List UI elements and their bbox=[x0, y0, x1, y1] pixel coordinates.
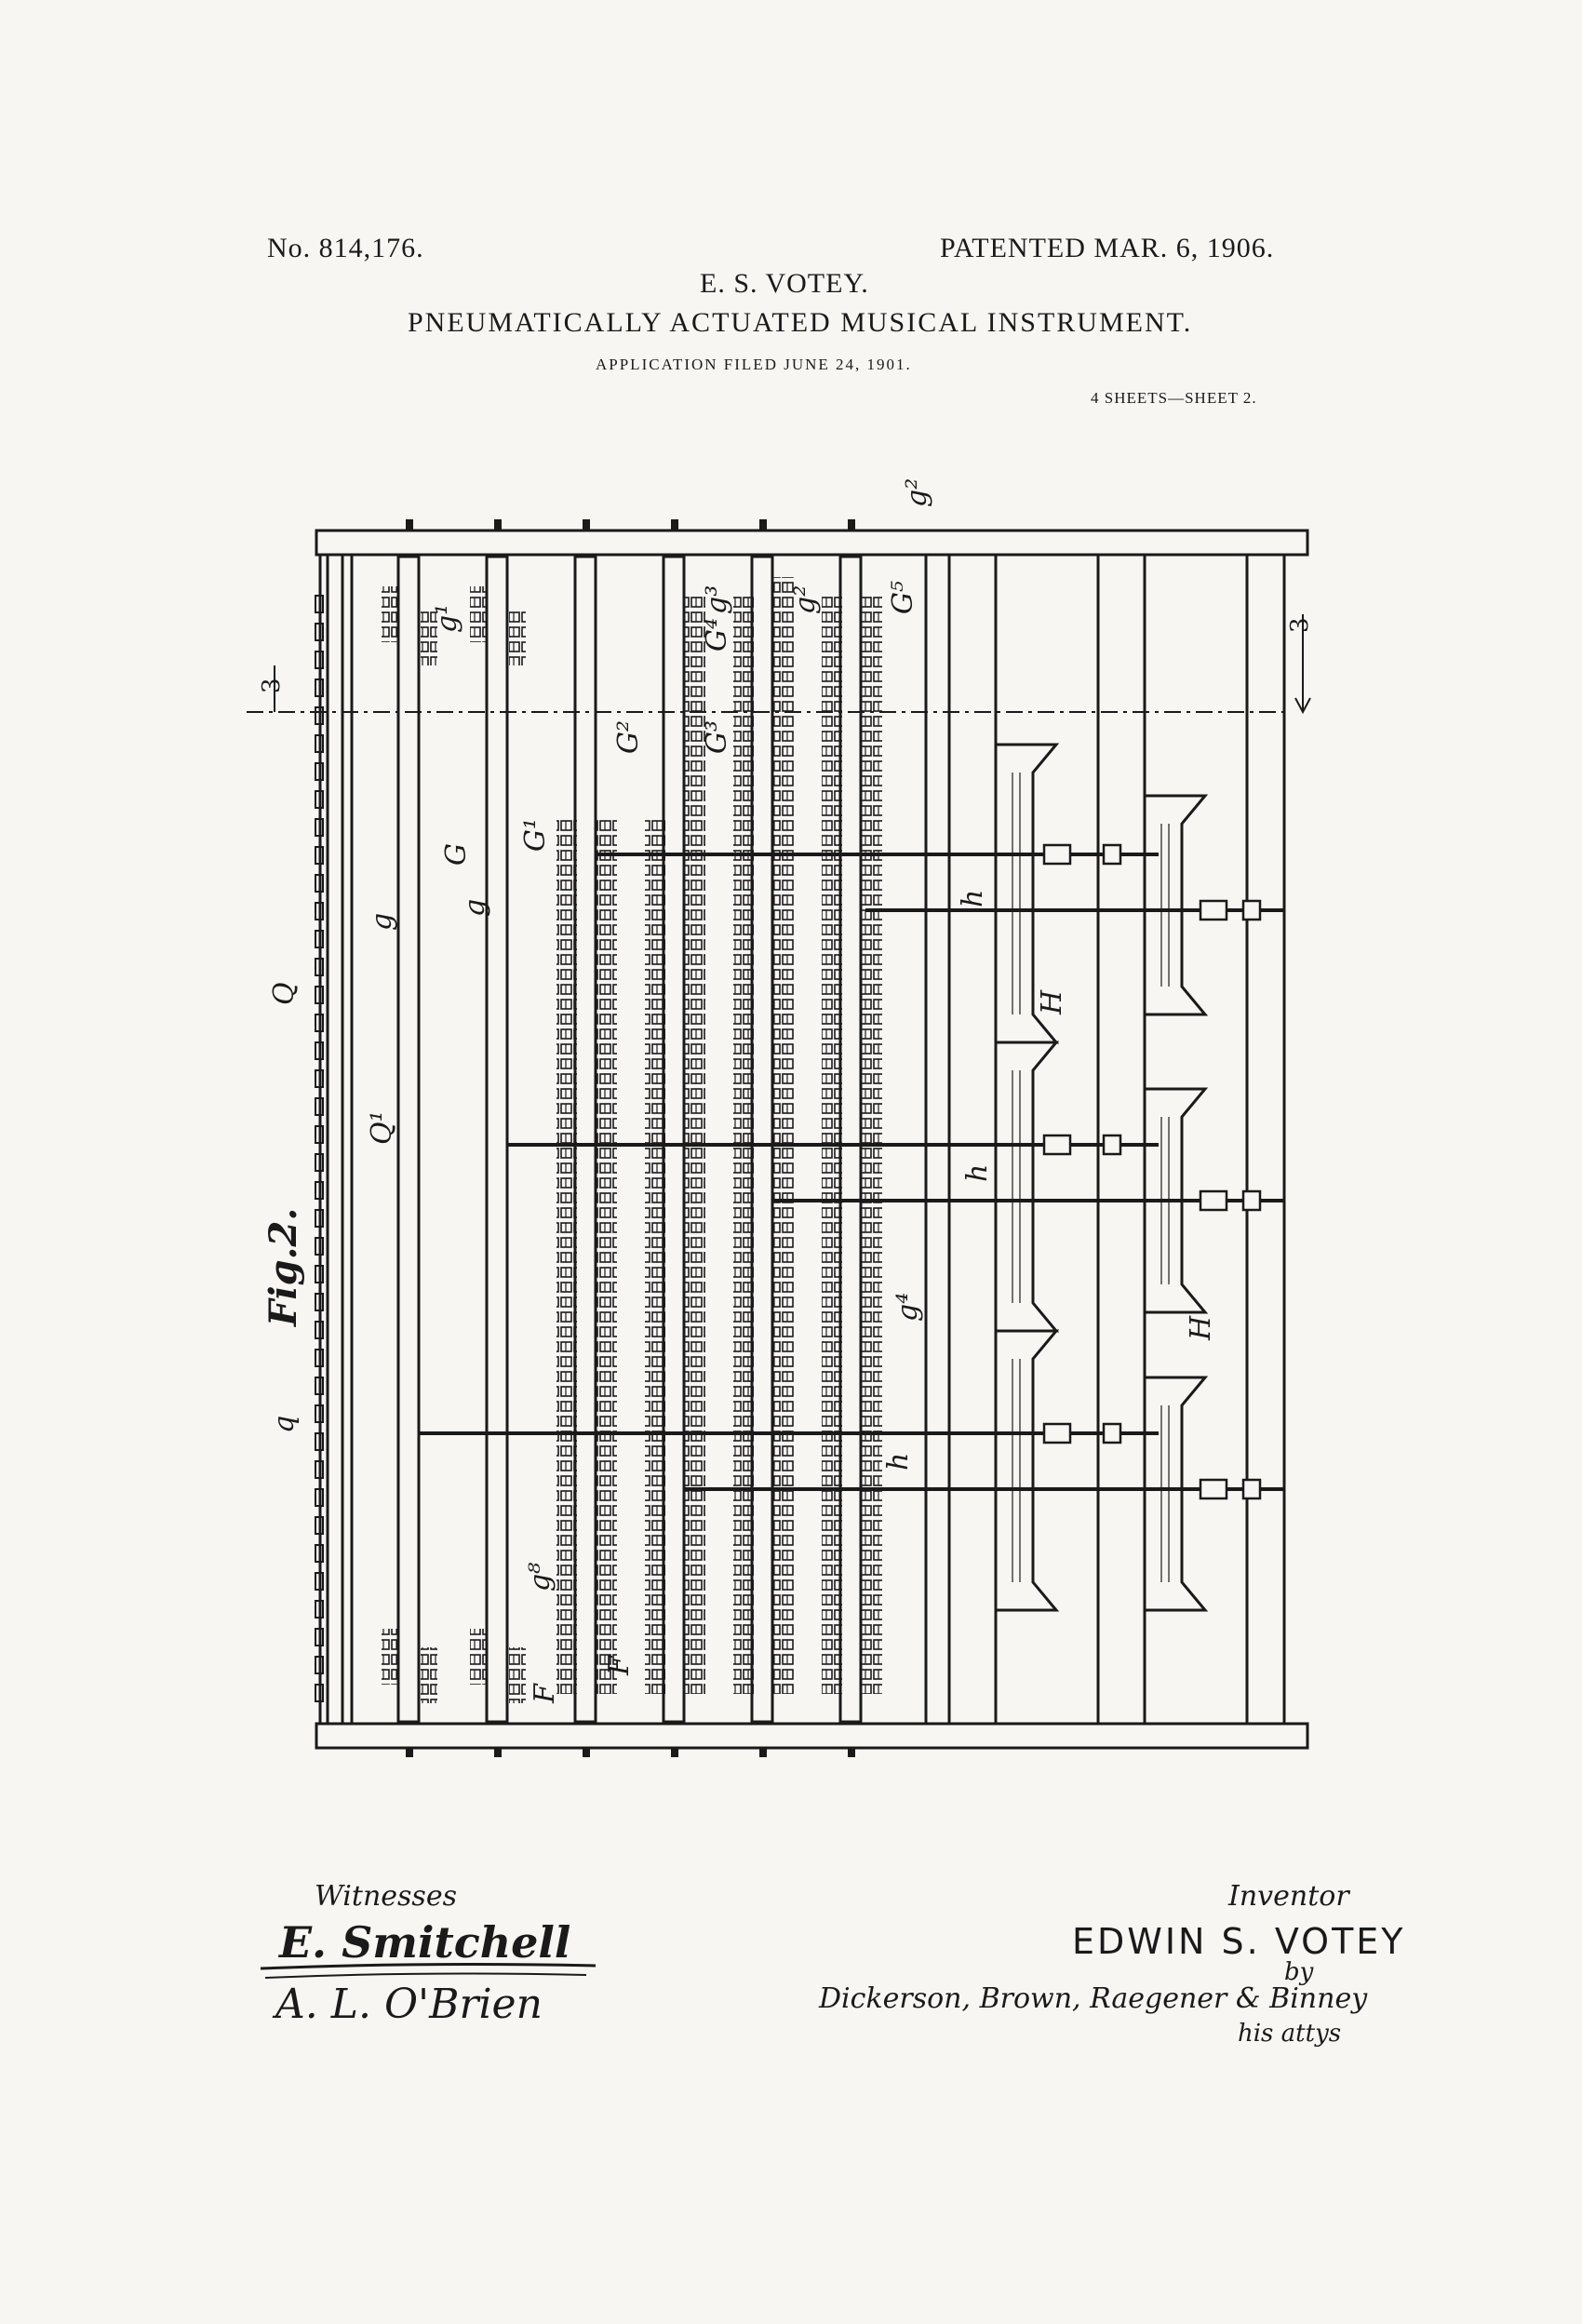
rod-G1 bbox=[485, 555, 509, 1724]
inventor-label: Inventor bbox=[1228, 1880, 1349, 1913]
figure-label: Fig.2. bbox=[261, 1208, 305, 1327]
label-Q: Q bbox=[268, 982, 301, 1005]
witnesses-label: Witnesses bbox=[315, 1880, 457, 1913]
top-frame-bar bbox=[315, 529, 1309, 557]
rods bbox=[396, 555, 863, 1724]
link-joints bbox=[1042, 843, 1262, 1500]
label-q: q bbox=[268, 1416, 301, 1433]
bellows-hatching bbox=[1012, 772, 1170, 1582]
label-g1: g¹ bbox=[431, 604, 463, 633]
label-H-lower: H bbox=[1185, 1315, 1217, 1341]
section-mark-left: 3 bbox=[258, 678, 286, 693]
attorneys-label: his attys bbox=[1238, 2020, 1342, 2048]
label-g2-top: g² bbox=[901, 478, 933, 507]
label-g-upper: g bbox=[366, 913, 398, 931]
witness-signature-2: A. L. O'Brien bbox=[275, 1981, 543, 2028]
label-G2: G² bbox=[612, 720, 645, 754]
patent-number: No. 814,176. bbox=[267, 233, 424, 263]
label-h1: h bbox=[957, 890, 989, 907]
bellows bbox=[994, 743, 1209, 1612]
label-H-upper: H bbox=[1036, 989, 1068, 1015]
application-filed: APPLICATION FILED JUNE 24, 1901. bbox=[596, 356, 912, 373]
by-label: by bbox=[1284, 1958, 1314, 1986]
rod-caps bbox=[406, 519, 855, 1757]
label-g4: g⁴ bbox=[892, 1293, 924, 1322]
patent-title: PNEUMATICALLY ACTUATED MUSICAL INSTRUMEN… bbox=[408, 307, 1193, 338]
label-G4-top: G⁴ bbox=[701, 618, 733, 652]
rod-G3 bbox=[662, 555, 686, 1724]
patented-date: PATENTED MAR. 6, 1906. bbox=[940, 233, 1275, 263]
label-G3: G³ bbox=[701, 720, 733, 754]
label-g2: g² bbox=[789, 585, 822, 614]
sheet-number: 4 SHEETS—SHEET 2. bbox=[1091, 389, 1257, 407]
label-g8: g⁸ bbox=[524, 1563, 556, 1592]
label-h2: h bbox=[961, 1164, 994, 1182]
attorneys-signature: Dickerson, Brown, Raegener & Binney bbox=[819, 1982, 1368, 2015]
rod-G4 bbox=[750, 555, 774, 1724]
rod-G5 bbox=[838, 555, 863, 1724]
perforation-row bbox=[315, 595, 324, 1702]
rod-G2 bbox=[573, 555, 597, 1724]
inventor-signature: EDWIN S. VOTEY bbox=[1072, 1921, 1406, 1962]
section-mark-right: 3 bbox=[1286, 617, 1314, 633]
label-g3: g³ bbox=[701, 585, 733, 614]
label-g-lower: g bbox=[459, 899, 491, 917]
label-G: G bbox=[440, 843, 473, 866]
label-Q1: Q¹ bbox=[366, 1110, 398, 1145]
label-F1: F bbox=[529, 1683, 561, 1704]
witness-signature-1: E. Smitchell bbox=[279, 1917, 571, 1968]
rod-G bbox=[396, 555, 421, 1724]
inventor-name: E. S. VOTEY. bbox=[700, 268, 869, 299]
label-G1: G¹ bbox=[519, 818, 552, 852]
label-G5: G⁵ bbox=[887, 581, 919, 614]
label-F2: F bbox=[603, 1655, 636, 1676]
bottom-frame-bar bbox=[315, 1722, 1309, 1750]
label-h3: h bbox=[882, 1453, 915, 1471]
